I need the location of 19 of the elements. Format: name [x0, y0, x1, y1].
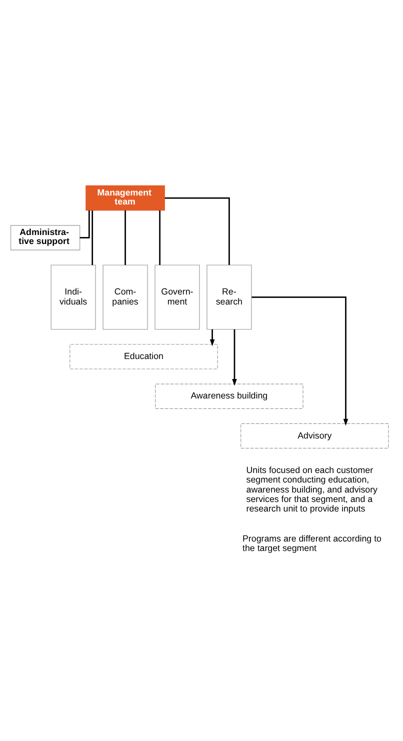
arrow [232, 328, 237, 386]
node-box: Govern- ment [154, 264, 200, 330]
node-box: Advisory [240, 422, 389, 448]
node-box: Com- panies [102, 264, 148, 330]
arrow [210, 328, 215, 346]
arrow [252, 296, 348, 426]
connector [92, 210, 94, 265]
node-box: Re- search [206, 264, 252, 330]
node-box: Management team [86, 184, 165, 210]
connector [124, 210, 126, 265]
node-box: Education [70, 344, 218, 369]
node-box: Administra- tive support [10, 224, 80, 250]
label: Programs are different according to the target segment [242, 533, 382, 553]
label: Units focused on each customer segment conducting education, awareness building, and advisory services for that segment, and a research unit to provide inputs [246, 464, 378, 513]
connector [80, 210, 90, 238]
connector [159, 210, 160, 265]
connector [164, 196, 230, 264]
node-box: Awareness building [155, 383, 304, 408]
node-box: Indi- viduals [50, 264, 96, 330]
